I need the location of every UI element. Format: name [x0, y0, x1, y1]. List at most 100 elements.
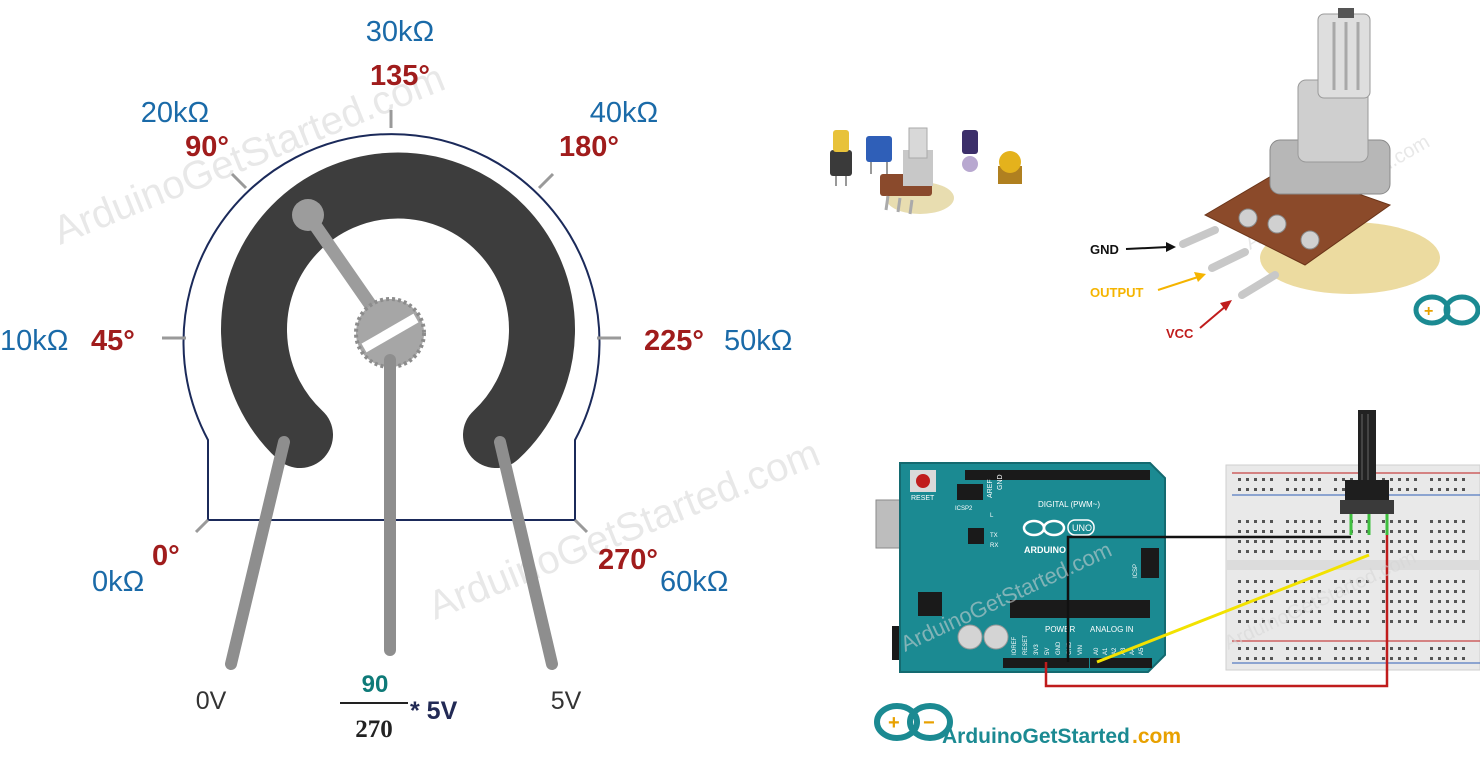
breadboard-hole [1254, 488, 1257, 491]
breadboard-hole [1310, 647, 1313, 650]
breadboard-hole [1286, 478, 1289, 481]
breadboard-hole [1246, 580, 1249, 583]
gnd-wire [1066, 535, 1351, 662]
resistance-label: 0kΩ [92, 566, 144, 598]
breadboard-hole [1398, 488, 1401, 491]
breadboard-hole [1302, 657, 1305, 660]
breadboard-hole [1246, 610, 1249, 613]
angle-label: 135° [370, 60, 430, 92]
breadboard-hole [1310, 488, 1313, 491]
breadboard-hole [1342, 610, 1345, 613]
breadboard-hole [1430, 580, 1433, 583]
breadboard-hole [1398, 647, 1401, 650]
breadboard-hole [1414, 610, 1417, 613]
breadboard-hole [1358, 647, 1361, 650]
breadboard-hole [1438, 530, 1441, 533]
breadboard-hole [1342, 590, 1345, 593]
breadboard-potentiometer [1340, 410, 1394, 535]
breadboard-hole [1358, 620, 1361, 623]
breadboard-hole [1294, 610, 1297, 613]
breadboard-hole [1302, 478, 1305, 481]
breadboard-hole [1302, 530, 1305, 533]
breadboard-hole [1382, 550, 1385, 553]
breadboard-hole [1462, 540, 1465, 543]
breadboard-hole [1398, 657, 1401, 660]
breadboard-hole [1294, 620, 1297, 623]
breadboard-hole [1310, 580, 1313, 583]
angle-label: 45° [91, 325, 135, 357]
breadboard-hole [1254, 580, 1257, 583]
breadboard-hole [1406, 550, 1409, 553]
breadboard-hole [1286, 530, 1289, 533]
breadboard-hole [1390, 540, 1393, 543]
board-analog-pin-label: A0 [1094, 647, 1100, 655]
breadboard-hole [1334, 647, 1337, 650]
breadboard-hole [1254, 590, 1257, 593]
atmega-chip [1010, 600, 1150, 618]
breadboard-hole [1350, 610, 1353, 613]
breadboard-hole [1238, 478, 1241, 481]
breadboard-hole [1390, 657, 1393, 660]
breadboard-hole [1318, 478, 1321, 481]
breadboard-hole [1406, 478, 1409, 481]
breadboard-hole [1382, 590, 1385, 593]
breadboard-hole [1358, 610, 1361, 613]
pin-gnd [1179, 226, 1219, 248]
breadboard-hole [1334, 520, 1337, 523]
breadboard-hole [1462, 530, 1465, 533]
breadboard-hole [1350, 580, 1353, 583]
voltage-label-left: 0V [196, 687, 227, 715]
breadboard-hole [1446, 647, 1449, 650]
breadboard-hole [1270, 488, 1273, 491]
breadboard-hole [1398, 478, 1401, 481]
breadboard-hole [1414, 550, 1417, 553]
breadboard-hole [1310, 520, 1313, 523]
breadboard-hole [1358, 520, 1361, 523]
pot-yellow-knob [830, 130, 852, 186]
breadboard-hole [1350, 647, 1353, 650]
breadboard-hole [1438, 647, 1441, 650]
board-power-pin-label: 5V [1045, 648, 1051, 655]
board-power-pin-label: 3V3 [1034, 644, 1040, 655]
breadboard-hole [1310, 620, 1313, 623]
breadboard-hole [1454, 600, 1457, 603]
breadboard-hole [1310, 550, 1313, 553]
breadboard-hole [1302, 520, 1305, 523]
breadboard-hole [1454, 580, 1457, 583]
breadboard-hole [1294, 590, 1297, 593]
breadboard-hole [1398, 610, 1401, 613]
breadboard-hole [1366, 657, 1369, 660]
breadboard-hole [1238, 647, 1241, 650]
breadboard-hole [1382, 657, 1385, 660]
breadboard-hole [1454, 530, 1457, 533]
breadboard-hole [1462, 610, 1465, 613]
pin-label-gnd: GND [1090, 242, 1119, 257]
breadboard-hole [1358, 530, 1361, 533]
board-power-pin-label: IOREF [1012, 636, 1018, 655]
breadboard-hole [1454, 550, 1457, 553]
breadboard-hole [1366, 647, 1369, 650]
breadboard-hole [1318, 540, 1321, 543]
signal-wire [1096, 553, 1370, 664]
breadboard-hole [1334, 590, 1337, 593]
breadboard-hole [1406, 600, 1409, 603]
breadboard-hole [1382, 520, 1385, 523]
breadboard-hole [1318, 620, 1321, 623]
breadboard-hole [1350, 600, 1353, 603]
breadboard-hole [1366, 550, 1369, 553]
potentiometer-scale-diagram: ArduinoGetStarted.com ArduinoGetStarted.… [0, 16, 826, 743]
breadboard-hole [1390, 478, 1393, 481]
breadboard-hole [1454, 520, 1457, 523]
breadboard-hole [1246, 530, 1249, 533]
breadboard-hole [1318, 550, 1321, 553]
breadboard-hole [1334, 550, 1337, 553]
breadboard-hole [1382, 610, 1385, 613]
svg-text:−: − [923, 712, 935, 734]
breadboard-hole [1254, 600, 1257, 603]
breadboard-hole [1342, 540, 1345, 543]
breadboard-hole [1286, 590, 1289, 593]
breadboard-hole [1310, 590, 1313, 593]
breadboard-hole [1390, 580, 1393, 583]
breadboard-hole [1318, 520, 1321, 523]
